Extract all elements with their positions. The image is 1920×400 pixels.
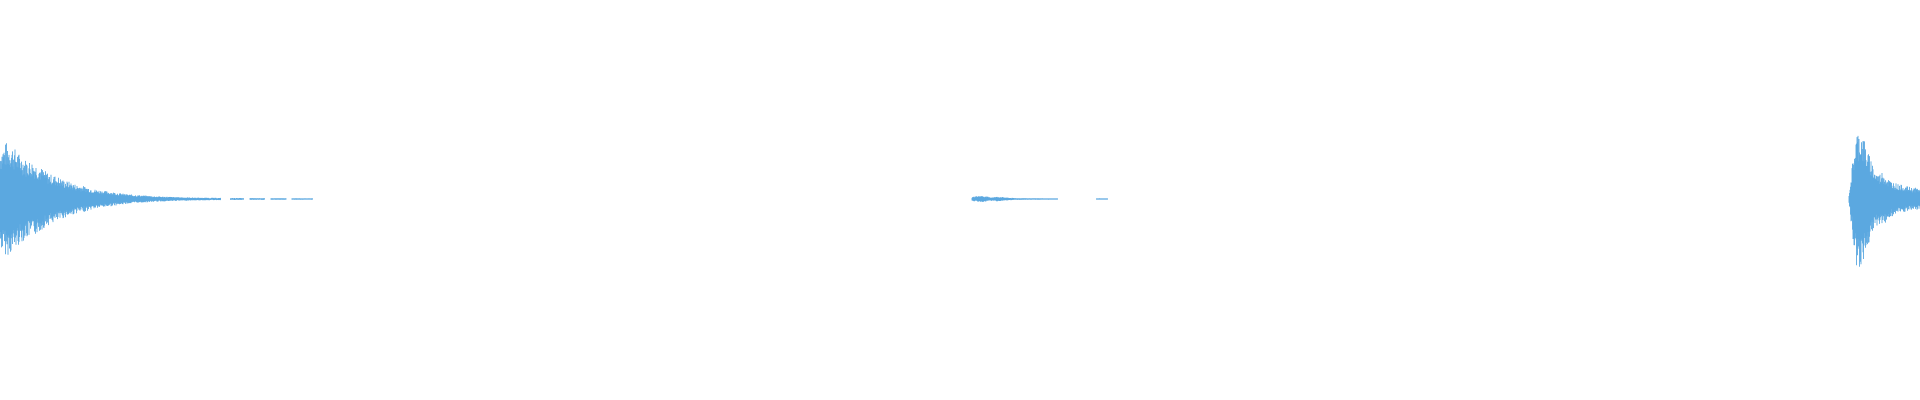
waveform-peaks: [971, 196, 1058, 202]
waveform-peaks: [1848, 135, 1920, 267]
waveform-clip[interactable]: [971, 196, 1058, 202]
waveform-clip[interactable]: [0, 143, 313, 255]
waveform-clip[interactable]: [1848, 135, 1920, 267]
waveform-clip[interactable]: [1096, 198, 1108, 200]
waveform-peaks: [1096, 198, 1108, 200]
waveform-peaks: [0, 143, 313, 255]
